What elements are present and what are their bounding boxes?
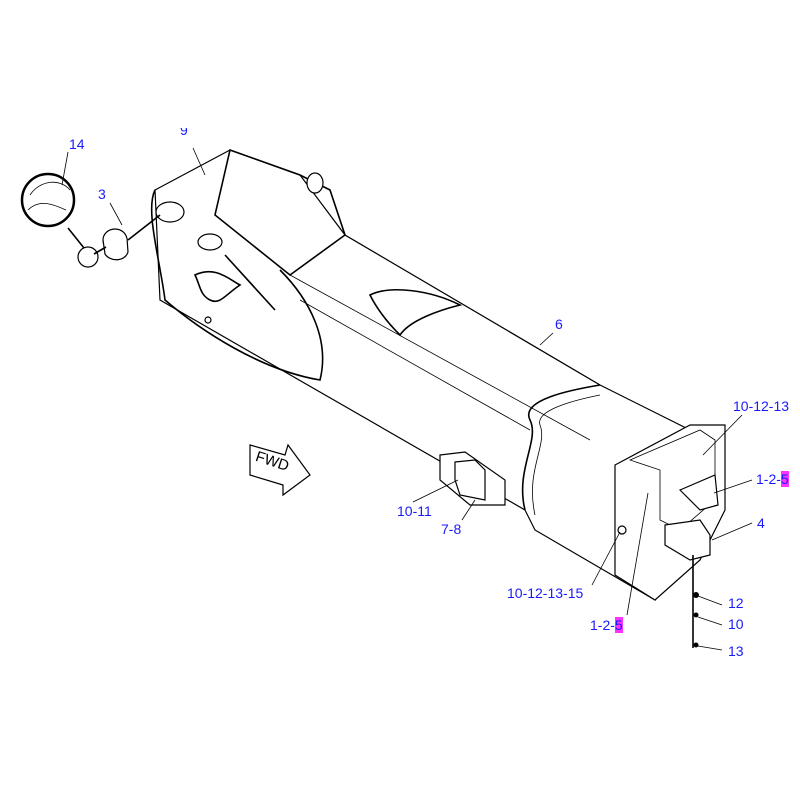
callout-6[interactable]: 6 bbox=[555, 316, 563, 332]
callout-13[interactable]: 13 bbox=[728, 643, 744, 659]
fwd-direction-arrow bbox=[249, 443, 311, 497]
callout-prefix: 1-2- bbox=[756, 471, 781, 487]
callout-7-8[interactable]: 7-8 bbox=[441, 521, 462, 537]
callout-highlight: 5 bbox=[614, 617, 623, 633]
callout-10-12-13-top[interactable]: 10-12-13 bbox=[733, 398, 790, 414]
callout-3[interactable]: 3 bbox=[98, 186, 106, 202]
callout-prefix: 1-2- bbox=[590, 617, 615, 633]
callout-1-2-5-right[interactable]: 1-2-5 bbox=[756, 471, 789, 487]
callout-1-2-5-bottom[interactable]: 1-2-5 bbox=[590, 617, 623, 633]
callout-10[interactable]: 10 bbox=[728, 616, 744, 632]
boom-body bbox=[20, 148, 726, 648]
callout-14[interactable]: 14 bbox=[69, 136, 85, 152]
callout-9-text: 9 bbox=[180, 128, 188, 138]
callout-4[interactable]: 4 bbox=[757, 515, 765, 531]
callout-10-11[interactable]: 10-11 bbox=[397, 503, 432, 519]
leader-lines bbox=[61, 147, 753, 651]
callout-highlight: 5 bbox=[780, 471, 789, 487]
callout-10-12-13-15[interactable]: 10-12-13-15 bbox=[507, 585, 584, 601]
callout-9[interactable]: 9 bbox=[180, 128, 188, 140]
callout-12[interactable]: 12 bbox=[728, 595, 744, 611]
